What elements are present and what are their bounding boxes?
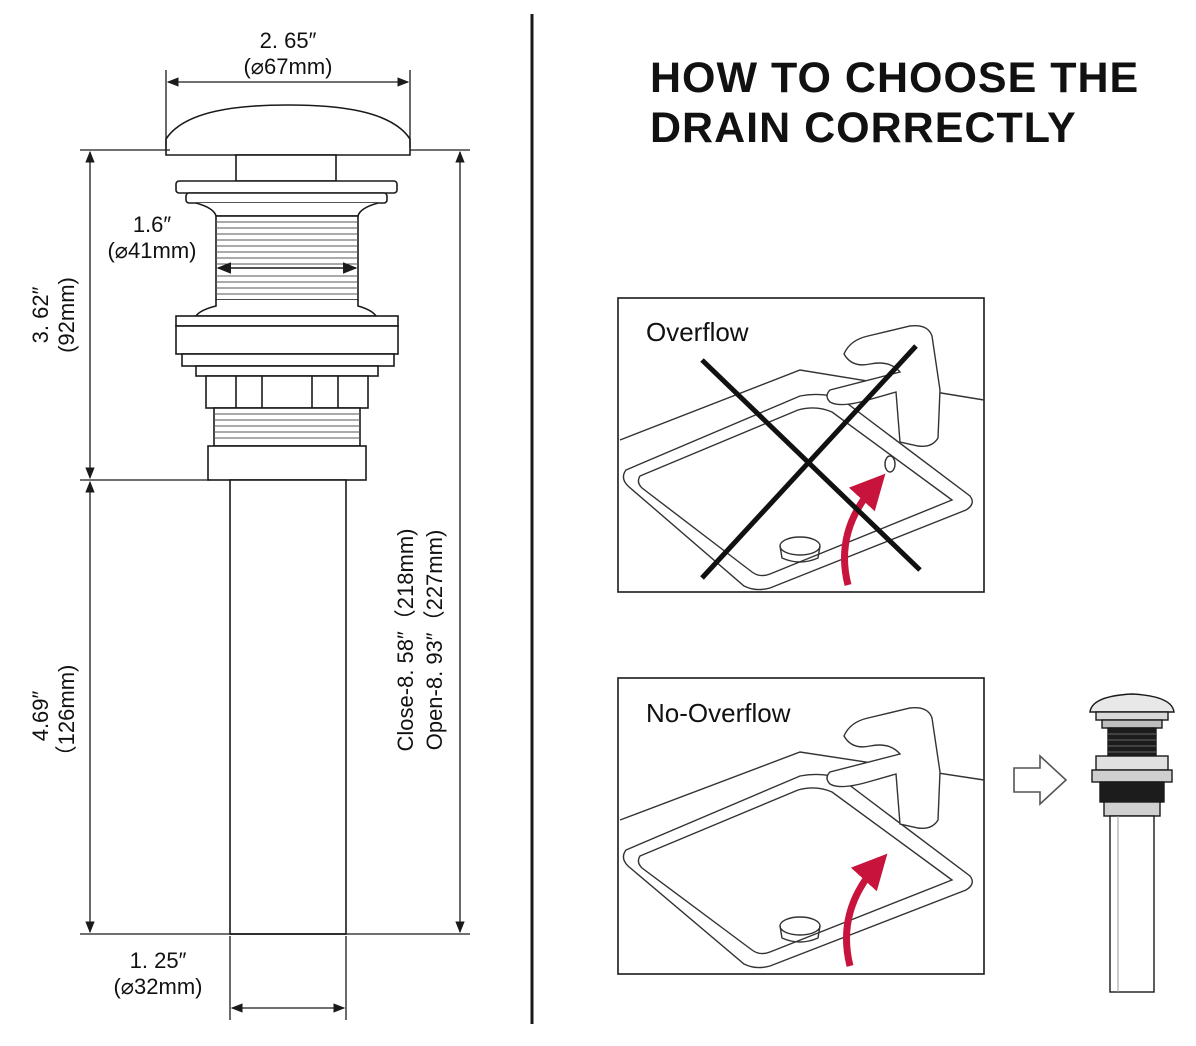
gasket-body [175,325,399,355]
no-overflow-panel: No-Overflow [617,677,985,975]
lock-nut [205,375,369,409]
total-length-close: Close-8. 58″（218mm) [393,529,418,752]
no-overflow-drain-plug [779,916,821,936]
tail-pipe [229,479,347,935]
no-overflow-red-arrow [843,853,888,967]
top-height-inch: 3. 62″ [28,286,53,343]
top-height-mm: (92mm) [54,277,79,353]
total-length-open: Open-8. 93″（227mm) [422,530,447,751]
page-heading: HOW TO CHOOSE THE DRAIN CORRECTLY [650,53,1170,153]
overflow-panel: Overflow [617,297,985,593]
overflow-panel-label: Overflow [646,317,749,347]
right-outline-arrow [1013,754,1068,806]
cap-width-mm: (⌀67mm) [243,54,332,79]
no-overflow-faucet [826,707,941,830]
cap-stem [235,154,337,182]
heading-line-1: HOW TO CHOOSE THE [650,54,1140,102]
cross-mark [700,344,922,580]
overflow-red-arrow [841,473,886,586]
overflow-hole [884,455,896,473]
nut-facets [235,376,339,408]
tail-diameter-mm: (⌀32mm) [113,974,202,999]
overflow-drain-plug [779,536,821,556]
washer-neck [194,300,378,317]
gasket-top [175,315,399,327]
overflow-faucet [826,325,941,448]
gasket-bottom [181,353,395,367]
no-overflow-sink [619,707,985,969]
tail-collar [207,445,367,481]
flange-upper [175,180,398,194]
flange-neck [195,202,379,217]
heading-line-2: DRAIN CORRECTLY [650,104,1077,152]
no-overflow-sink-basin [637,787,954,955]
washer-lower [195,365,379,377]
cap-width-inch: 2. 65″ [260,28,317,53]
thread-diameter-mm: (⌀41mm) [107,238,196,263]
overflow-sink-basin [637,407,954,577]
dimension-lines [80,70,470,1020]
no-overflow-panel-label: No-Overflow [646,698,791,728]
flange-lower [185,192,388,204]
thread-diameter-inch: 1.6″ [133,212,172,237]
no-overflow-sink-rim [622,773,973,969]
tail-length-mm: （126mm) [54,665,79,768]
drain-cap [165,104,411,156]
overflow-sink [619,325,985,591]
tail-diameter-inch: 1. 25″ [130,948,187,973]
lower-thread-lines [214,413,360,439]
drain-elevation [165,104,411,935]
product-drain-thumbnail [1089,693,1175,993]
tail-length-inch: 4.69″ [28,690,53,741]
